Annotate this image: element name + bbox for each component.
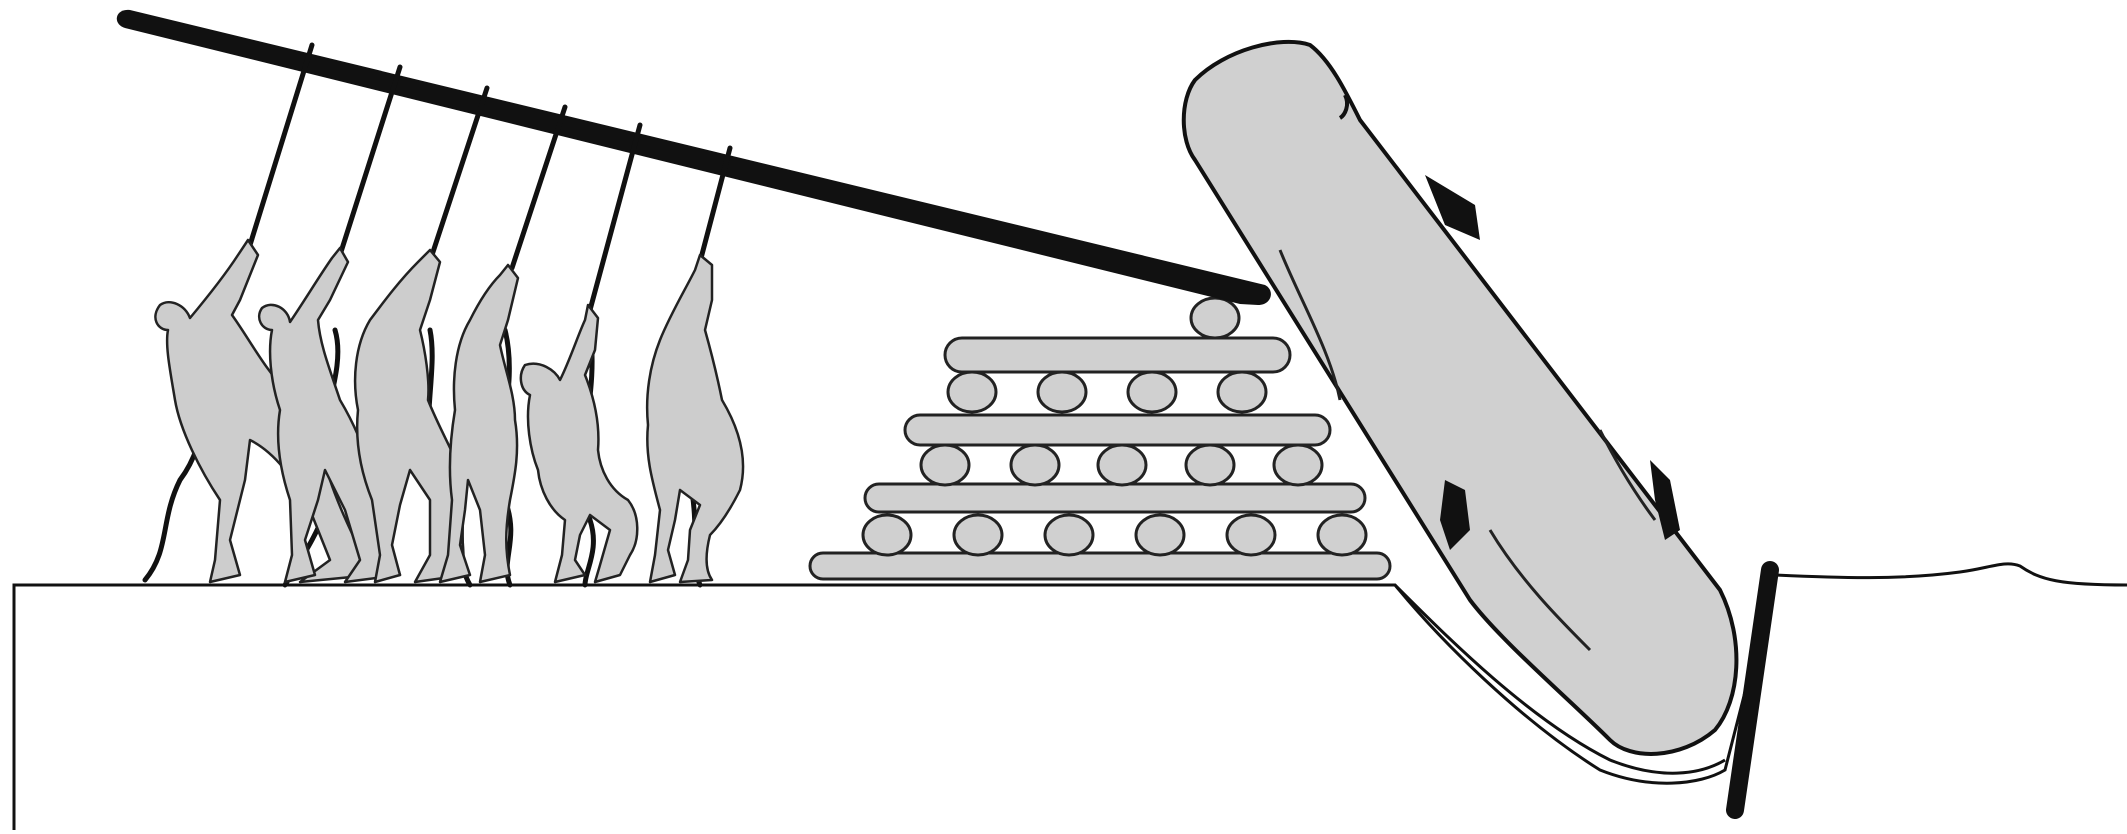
anti-friction-post <box>1735 570 1770 810</box>
ropes <box>250 45 730 310</box>
ground-line <box>14 564 2127 830</box>
crib-roller <box>1318 515 1366 555</box>
crib-roller <box>1045 515 1093 555</box>
rope <box>590 125 640 310</box>
hauler-6 <box>647 255 743 582</box>
crib-log-3 <box>905 415 1330 445</box>
crib-roller <box>1227 515 1275 555</box>
crib-roller <box>1128 372 1176 412</box>
crib-roller <box>1038 372 1086 412</box>
log-crib <box>810 298 1390 579</box>
crib-roller <box>1274 445 1322 485</box>
crib-roller <box>954 515 1002 555</box>
rope <box>250 45 312 245</box>
crib-roller <box>1011 445 1059 485</box>
haulers <box>155 240 743 582</box>
crib-roller <box>948 372 996 412</box>
crib-log-1 <box>810 553 1390 579</box>
rope <box>432 88 487 255</box>
crib-log-4 <box>945 338 1290 372</box>
rope <box>340 67 400 255</box>
lever-beam <box>117 10 1271 305</box>
rope <box>512 107 565 268</box>
crib-log-2 <box>865 484 1365 512</box>
fulcrum-roller <box>1191 298 1239 338</box>
hauler-5 <box>521 305 637 582</box>
crib-roller <box>921 445 969 485</box>
crib-roller <box>1218 372 1266 412</box>
hauler-4 <box>440 265 518 582</box>
crib-roller <box>1186 445 1234 485</box>
crib-roller <box>1098 445 1146 485</box>
crib-roller <box>863 515 911 555</box>
crib-roller <box>1136 515 1184 555</box>
